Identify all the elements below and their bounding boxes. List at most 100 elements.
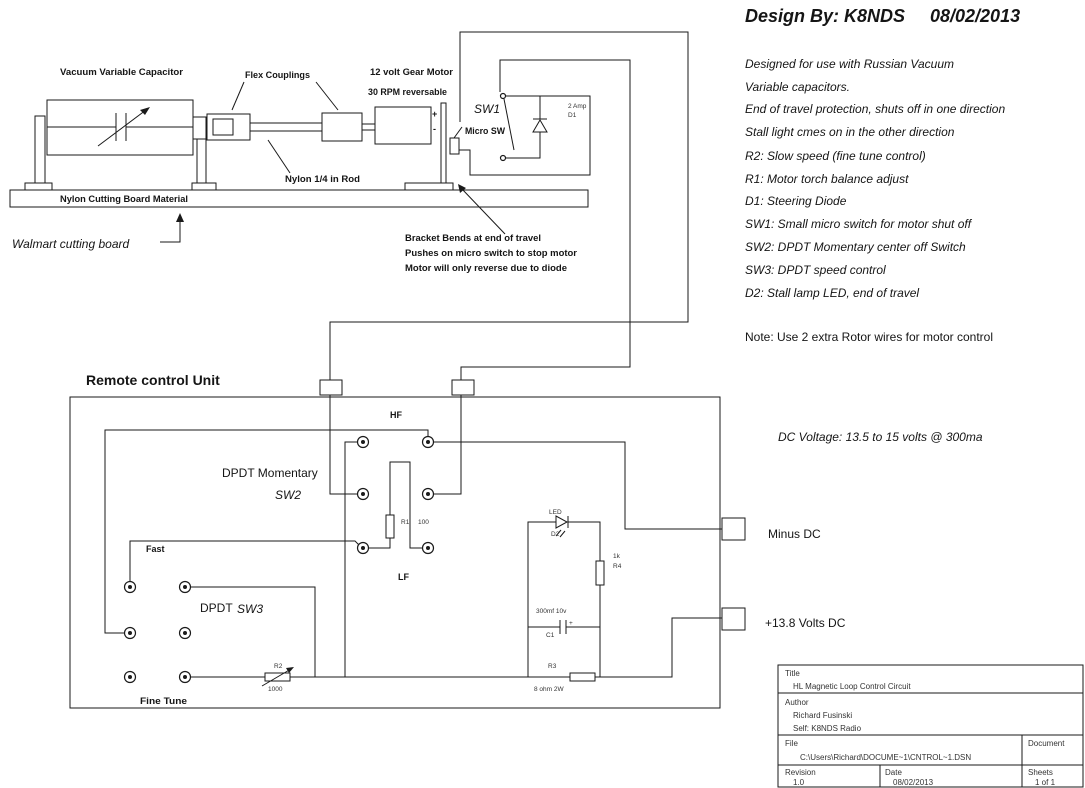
date-label: Date — [885, 768, 902, 777]
d1-rating: 2 Amp — [568, 103, 587, 110]
note-line: D1: Steering Diode — [745, 194, 847, 208]
left-support-foot — [24, 182, 53, 191]
rotor-connector-2 — [451, 379, 475, 396]
flex-coupling-2 — [321, 112, 363, 142]
note-line: End of travel protection, shuts off in o… — [745, 102, 1005, 116]
switch-contact — [499, 92, 507, 100]
cutting-board-base — [9, 189, 589, 208]
motor-label: 12 volt Gear Motor — [370, 67, 454, 77]
led-d2-symbol — [555, 515, 569, 529]
variable-arrowhead — [140, 107, 150, 115]
bracket-pointer — [461, 188, 506, 235]
author-org: Self: K8NDS Radio — [793, 724, 862, 733]
date-value: 08/02/2013 — [893, 778, 934, 787]
walmart-label: Walmart cutting board — [12, 237, 129, 251]
note-line: R2: Slow speed (fine tune control) — [745, 149, 926, 163]
switch-blade — [503, 98, 515, 151]
couplings-pointer — [315, 81, 339, 111]
remote-enclosure — [69, 396, 721, 709]
rod-pointer — [267, 139, 291, 174]
led-emission — [555, 529, 562, 537]
r2-adjust-arrow — [261, 668, 292, 687]
gear-motor — [374, 106, 432, 145]
bracket-note: Pushes on micro switch to stop motor — [405, 248, 578, 258]
r4-value: 1k — [613, 553, 621, 560]
micro-switch-lever — [453, 126, 463, 139]
remote-control-unit: Remote control Unit HF LF DPDT Momentary… — [69, 372, 846, 709]
d2-ref: D2 — [551, 531, 560, 538]
r3-value: 8 ohm 2W — [534, 686, 564, 693]
c1-ref: C1 — [546, 632, 555, 639]
design-date: 08/02/2013 — [930, 6, 1020, 26]
terminal-dot — [128, 585, 132, 589]
note-line: Variable capacitors. — [745, 80, 850, 94]
note-line: SW1: Small micro switch for motor shut o… — [745, 217, 973, 231]
walmart-arrowhead — [176, 213, 184, 222]
hf-label: HF — [390, 410, 402, 420]
terminal-dot — [361, 492, 365, 496]
micro-sw-label: Micro SW — [465, 126, 505, 136]
board-label: Nylon Cutting Board Material — [60, 194, 188, 204]
revision-label: Revision — [785, 768, 816, 777]
bracket-note: Motor will only reverse due to diode — [405, 263, 567, 273]
wire — [595, 585, 601, 678]
title-block-frame — [777, 664, 1084, 788]
rotor-wire-1 — [329, 31, 689, 380]
coupling-insert — [212, 118, 234, 136]
plus-dc-connector — [721, 607, 746, 631]
wire — [527, 521, 556, 677]
author-name: Richard Fusinski — [793, 711, 852, 720]
r3-ref: R3 — [548, 663, 557, 670]
remote-title: Remote control Unit — [86, 372, 220, 388]
fine-tune-wire — [190, 586, 316, 677]
sw1-label: SW1 — [474, 102, 500, 116]
note-line: Stall light cmes on in the other directi… — [745, 125, 955, 139]
r4-ref: R4 — [613, 563, 622, 570]
c1-value: 300mf 10v — [536, 608, 567, 615]
motor-minus: - — [433, 124, 436, 134]
couplings-label: Flex Couplings — [245, 70, 310, 80]
terminal-dot — [128, 631, 132, 635]
sw3-dpdt — [123, 580, 192, 684]
terminal-dot — [128, 675, 132, 679]
title-label: Title — [785, 669, 800, 678]
minus-dc-label: Minus DC — [768, 527, 821, 541]
document-label: Document — [1028, 739, 1065, 748]
terminal-dot — [361, 546, 365, 550]
rod-label: Nylon 1/4 in Rod — [285, 174, 360, 184]
design-by: Design By: K8NDS — [745, 6, 905, 26]
motor-plus: + — [432, 109, 437, 119]
drawing-title: HL Magnetic Loop Control Circuit — [793, 682, 911, 691]
note-line: D2: Stall lamp LED, end of travel — [745, 286, 919, 300]
wire — [344, 441, 358, 677]
micro-switch-sw1 — [449, 137, 460, 155]
capacitor-end-cap — [192, 116, 207, 140]
revision-value: 1.0 — [793, 778, 805, 787]
resistor-r1 — [385, 514, 395, 539]
c1-plus: + — [569, 620, 573, 627]
minus-dc-connector — [721, 517, 746, 541]
led-emission — [559, 530, 566, 538]
resistor-r4 — [595, 560, 605, 586]
sw2-ref-label: SW2 — [275, 488, 301, 502]
variable-arrow — [97, 109, 147, 147]
r1-ref: R1 — [401, 519, 410, 526]
sheets-label: Sheets — [1028, 768, 1053, 777]
lf-label: LF — [398, 572, 409, 582]
file-label: File — [785, 739, 798, 748]
motor-speed-label: 30 RPM reversable — [368, 87, 447, 97]
fast-label: Fast — [146, 544, 165, 554]
rotor-wire-note: Note: Use 2 extra Rotor wires for motor … — [745, 330, 993, 344]
note-line: R1: Motor torch balance adjust — [745, 172, 909, 186]
terminal-dot — [183, 585, 187, 589]
sw2-type-label: DPDT Momentary — [222, 466, 318, 480]
terminal-dot — [361, 440, 365, 444]
wire — [104, 429, 429, 634]
sw3-ref-label: SW3 — [237, 602, 263, 616]
diode-loop-wire — [459, 95, 591, 176]
wire — [389, 461, 423, 549]
wire — [433, 395, 462, 495]
led-label: LED — [549, 509, 562, 516]
bracket-note: Bracket Bends at end of travel — [405, 233, 541, 243]
plus-dc-wire — [595, 617, 722, 678]
